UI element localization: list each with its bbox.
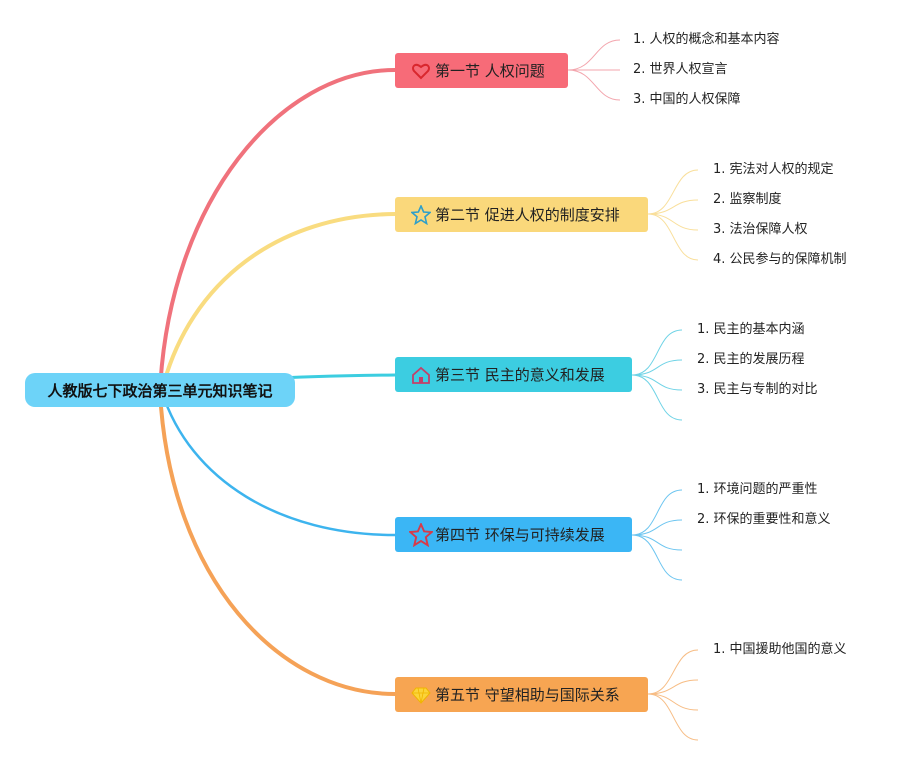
topic-item[interactable]: 2. 监察制度 (713, 192, 782, 207)
topic-item[interactable]: 3. 民主与专制的对比 (697, 382, 818, 397)
section-node-4[interactable]: 第四节 环保与可持续发展 (395, 517, 632, 552)
topic-item[interactable]: 4. 公民参与的保障机制 (713, 252, 847, 267)
branch-line-5 (158, 391, 396, 696)
heart-icon (411, 61, 431, 81)
topic-item[interactable]: 1. 民主的基本内涵 (697, 322, 805, 337)
topic-item[interactable]: 2. 环保的重要性和意义 (697, 512, 831, 527)
topic-item[interactable]: 3. 中国的人权保障 (633, 92, 741, 107)
branch-line-2 (160, 212, 396, 391)
topic-item[interactable]: 1. 人权的概念和基本内容 (633, 32, 780, 47)
section-title: 第二节 促进人权的制度安排 (435, 206, 620, 224)
section-title: 第五节 守望相助与国际关系 (435, 686, 620, 704)
star-outline-icon (411, 204, 431, 225)
section-node-5[interactable]: 第五节 守望相助与国际关系 (395, 677, 648, 712)
topic-item[interactable]: 2. 民主的发展历程 (697, 352, 805, 367)
topic-item[interactable]: 1. 环境问题的严重性 (697, 482, 818, 497)
section-title: 第三节 民主的意义和发展 (435, 366, 605, 384)
root-title: 人教版七下政治第三单元知识笔记 (47, 381, 273, 400)
section-node-1[interactable]: 第一节 人权问题 (395, 53, 568, 88)
topic-item[interactable]: 2. 世界人权宣言 (633, 62, 728, 77)
section-node-2[interactable]: 第二节 促进人权的制度安排 (395, 197, 648, 232)
root-node[interactable]: 人教版七下政治第三单元知识笔记 (25, 373, 295, 407)
topic-item[interactable]: 1. 宪法对人权的规定 (713, 162, 834, 177)
topic-item[interactable]: 3. 法治保障人权 (713, 222, 808, 237)
section-title: 第四节 环保与可持续发展 (435, 526, 605, 544)
topic-item[interactable]: 1. 中国援助他国的意义 (713, 642, 847, 657)
section-node-3[interactable]: 第三节 民主的意义和发展 (395, 357, 632, 392)
home-icon (411, 365, 431, 385)
diamond-icon (411, 685, 431, 705)
section-title: 第一节 人权问题 (435, 62, 545, 80)
star-icon (409, 522, 433, 547)
branch-line-1 (158, 68, 396, 391)
branch-line-4 (160, 391, 396, 537)
